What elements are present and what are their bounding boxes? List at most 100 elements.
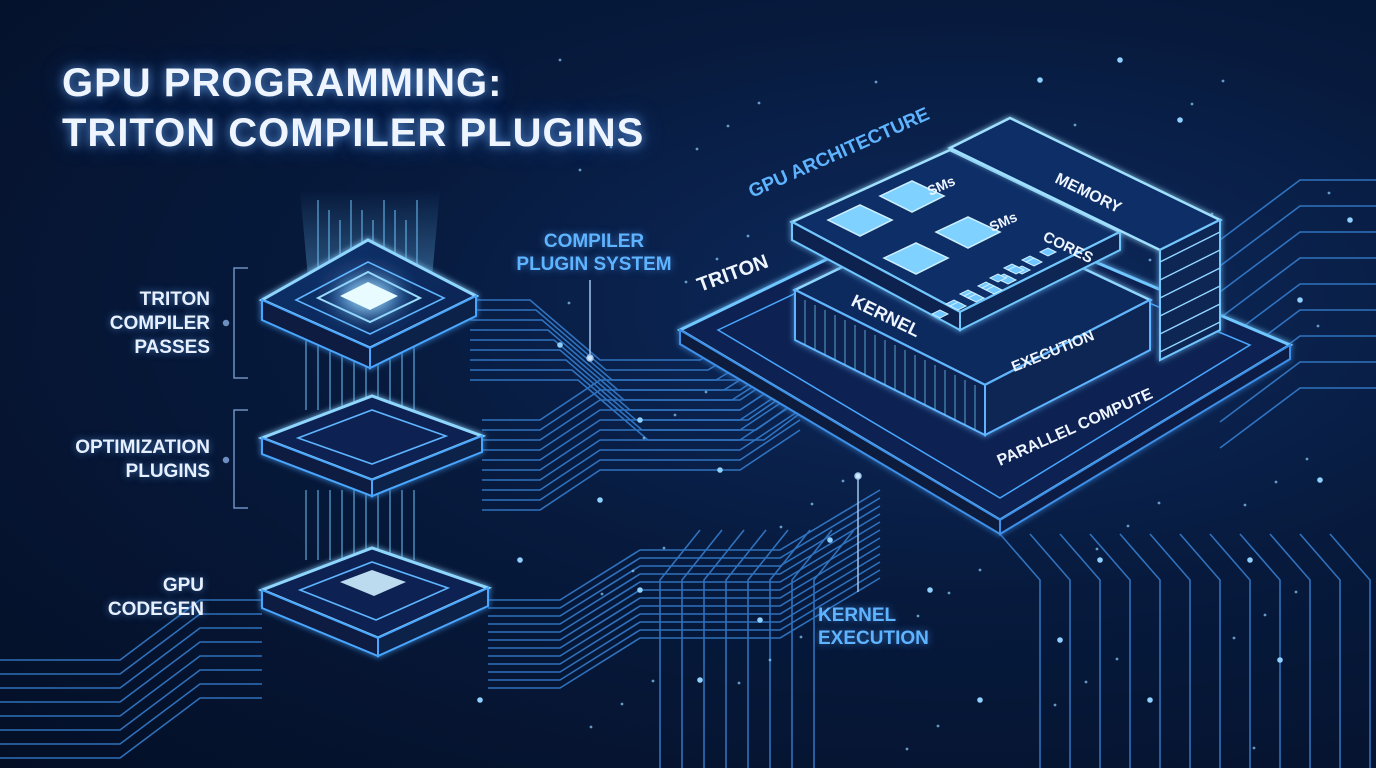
gpu-codegen-label: GPU CODEGEN: [80, 574, 204, 622]
spark-dot: [695, 147, 699, 151]
spark-dot: [1316, 324, 1320, 328]
compiler-stack: [222, 190, 493, 658]
memory-block: [947, 116, 1223, 362]
spark-dot: [631, 569, 635, 573]
spark-dot: [905, 747, 909, 751]
circuit-trace: [0, 641, 262, 703]
circuit-trace: [1219, 257, 1376, 319]
spark-dot: [642, 436, 646, 440]
spark-dot: [1190, 102, 1194, 106]
circuit-trace: [0, 599, 262, 661]
circuit-trace: [813, 529, 855, 768]
circuit-node: [557, 342, 563, 348]
memory-stripe: [1159, 321, 1221, 353]
circuit-node: [1117, 57, 1123, 63]
spark-dot: [578, 168, 582, 172]
callout-line: COMPILER: [543, 231, 645, 252]
circuit-node: [827, 537, 833, 543]
spark-dot: [936, 724, 940, 728]
spark-dot: [916, 614, 920, 618]
callout-line: EXECUTION: [818, 628, 929, 649]
stack-brackets: [222, 267, 248, 509]
triton-label: TRITON: [694, 251, 771, 297]
circuit-trace: [1209, 533, 1251, 768]
label-line: COMPILER: [109, 313, 210, 334]
circuit-node: [637, 417, 643, 423]
circuit-trace: [488, 505, 881, 617]
spark-dot: [947, 591, 951, 595]
circuit-trace: [1219, 179, 1376, 241]
spark-dot: [726, 124, 730, 128]
circuit-trace: [681, 529, 723, 768]
kernel-execution-callout: KERNEL EXECUTION: [818, 604, 929, 650]
spark-dot: [1073, 123, 1077, 127]
spark-dot: [589, 725, 593, 729]
circuit-trace: [0, 683, 262, 745]
circuit-trace: [1219, 231, 1376, 293]
circuit-trace: [488, 537, 881, 649]
spark-dot: [1126, 524, 1130, 528]
spark-dot: [1274, 480, 1278, 484]
circuit-trace: [725, 529, 767, 768]
spark-dot: [673, 413, 677, 417]
spark-dot: [704, 390, 708, 394]
compiler-passes-label: TRITON COMPILER PASSES: [100, 288, 210, 360]
spark-dot: [1327, 191, 1331, 195]
spark-dot: [768, 658, 772, 662]
spark-dot: [1263, 613, 1267, 617]
circuit-node: [1177, 117, 1183, 123]
core-cell: [966, 293, 986, 303]
circuit-node: [927, 587, 933, 593]
circuit-trace: [1299, 533, 1341, 768]
circuit-node: [717, 467, 723, 473]
core-cell: [948, 301, 968, 311]
spark-dot: [1243, 503, 1247, 507]
spark-dot: [1053, 703, 1057, 707]
circuit-trace: [1059, 533, 1101, 768]
circuit-trace: [999, 533, 1041, 768]
spark-dot: [810, 502, 814, 506]
circuit-node: [1037, 77, 1043, 83]
circuit-trace: [1329, 533, 1371, 768]
circuit-trace: [0, 613, 262, 675]
label-line: TRITON: [139, 289, 210, 310]
memory-stripe: [1159, 249, 1221, 281]
core-cell: [984, 285, 1004, 295]
circuit-trace: [1149, 533, 1191, 768]
optimization-plugins-label: OPTIMIZATION PLUGINS: [30, 436, 210, 484]
circuit-trace: [482, 419, 801, 501]
core-cell: [1024, 257, 1044, 267]
page-title: GPU PROGRAMMING: TRITON COMPILER PLUGINS: [62, 58, 644, 158]
circuit-node: [757, 617, 763, 623]
circuit-node: [637, 587, 643, 593]
spark-dot: [1305, 457, 1309, 461]
spark-dot: [1095, 547, 1099, 551]
spark-dot: [1252, 746, 1256, 750]
circuit-trace: [1239, 533, 1281, 768]
compute-layer: [789, 148, 1123, 332]
circuit-node: [1317, 477, 1323, 483]
compiler-passes-chip: [258, 238, 480, 370]
spark-dot: [558, 58, 562, 62]
callout-line: PLUGIN SYSTEM: [516, 254, 672, 275]
spark-dot: [1221, 79, 1225, 83]
spark-dot: [620, 702, 624, 706]
core-grid: [930, 247, 1058, 319]
circuit-trace: [1219, 283, 1376, 345]
circuit-trace: [482, 429, 801, 511]
callout-leaders: [586, 280, 862, 592]
title-line-2: TRITON COMPILER PLUGINS: [62, 111, 645, 155]
spark-dot: [1157, 501, 1161, 505]
circuit-trace: [482, 379, 801, 461]
label-line: GPU: [162, 575, 204, 596]
callout-line: KERNEL: [818, 605, 897, 626]
spark-dot: [567, 301, 571, 305]
circuit-trace: [747, 529, 789, 768]
spark-dot: [715, 257, 719, 261]
circuit-trace: [659, 529, 701, 768]
circuit-node: [1347, 217, 1353, 223]
spark-dot: [874, 80, 878, 84]
spark-dot: [1148, 258, 1152, 262]
core-cell: [988, 273, 1008, 283]
